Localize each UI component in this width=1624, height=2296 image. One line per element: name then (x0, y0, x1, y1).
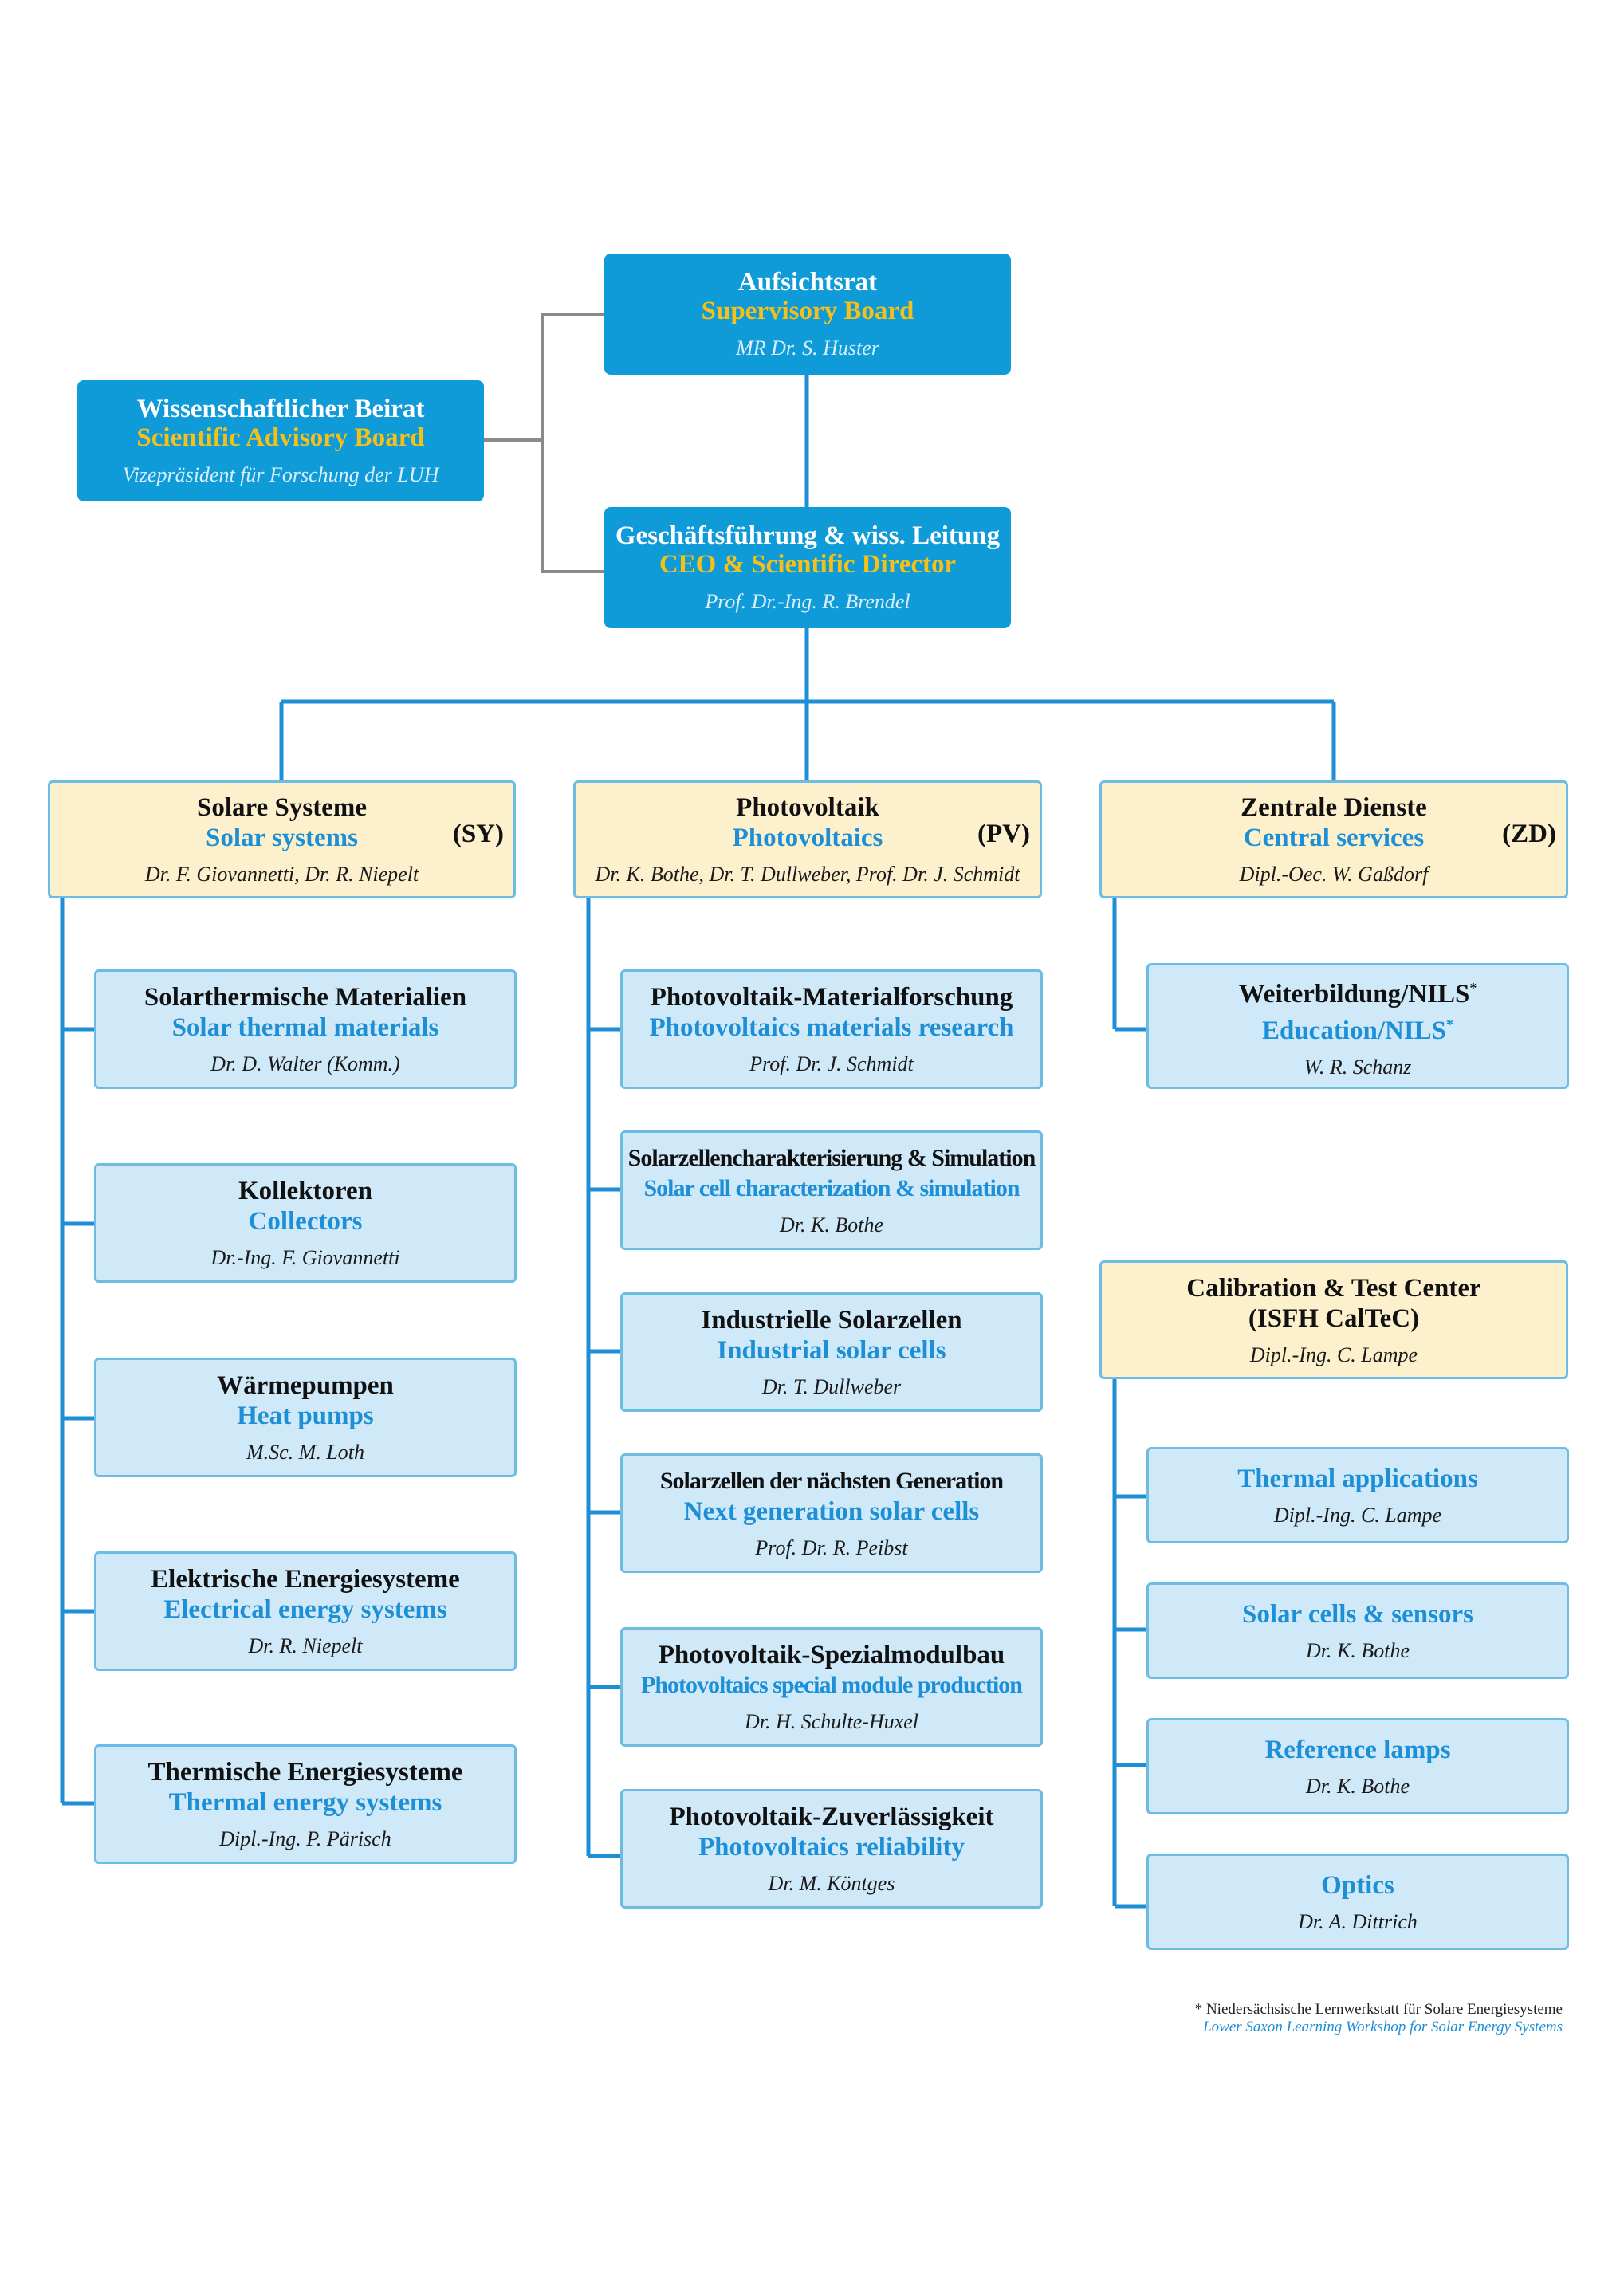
group-person: Dr. A. Dittrich (1298, 1909, 1418, 1933)
department-person: Dipl.-Oec. W. Gaßdorf (1239, 863, 1429, 886)
group-pv-materials-research: Photovoltaik-Materialforschung Photovolt… (620, 969, 1043, 1089)
group-person: Dipl.-Ing. C. Lampe (1273, 1503, 1442, 1527)
group-person: Dr. H. Schulte-Huxel (744, 1710, 919, 1733)
advisory-board-en: Scientific Advisory Board (136, 423, 425, 452)
group-en: Industrial solar cells (717, 1336, 946, 1365)
group-person: M.Sc. M. Loth (246, 1441, 365, 1464)
group-solar-thermal-materials: Solarthermische Materialien Solar therma… (94, 969, 517, 1089)
department-central-services: Zentrale Dienste Central services Dipl.-… (1099, 780, 1568, 898)
group-person: Dr. D. Walter (Komm.) (210, 1052, 400, 1075)
caltec-person: Dipl.-Ing. C. Lampe (1249, 1343, 1418, 1366)
department-photovoltaics: Photovoltaik Photovoltaics Dr. K. Bothe,… (573, 780, 1042, 898)
group-pv-reliability: Photovoltaik-Zuverlässigkeit Photovoltai… (620, 1789, 1043, 1909)
group-en: Next generation solar cells (683, 1497, 980, 1526)
department-person: Dr. F. Giovannetti, Dr. R. Niepelt (144, 863, 419, 886)
group-person: Prof. Dr. J. Schmidt (749, 1052, 914, 1075)
group-de: Wärmepumpen (217, 1371, 394, 1400)
group-de-text: Weiterbildung/NILS (1238, 980, 1470, 1008)
group-electrical-energy-systems: Elektrische Energiesysteme Electrical en… (94, 1551, 517, 1671)
group-en: Collectors (248, 1207, 363, 1236)
group-de: Weiterbildung/NILS* (1239, 973, 1477, 1009)
group-en-text: Education/NILS (1261, 1016, 1447, 1045)
department-abbr: (PV) (977, 820, 1030, 848)
caltec-box: Calibration & Test Center (ISFH CalTeC) … (1099, 1260, 1568, 1379)
footnote-de: * Niedersächsische Lernwerkstatt für Sol… (1194, 2001, 1563, 2018)
group-en: Thermal applications (1237, 1464, 1478, 1493)
group-en: Photovoltaics reliability (698, 1833, 965, 1862)
group-en: Photovoltaics materials research (649, 1013, 1014, 1042)
group-en: Optics (1321, 1870, 1394, 1900)
ceo-en: CEO & Scientific Director (659, 550, 957, 579)
group-de: Photovoltaik-Materialforschung (650, 983, 1013, 1012)
group-en: Reference lamps (1264, 1735, 1451, 1764)
group-reference-lamps: Reference lamps Dr. K. Bothe (1146, 1718, 1569, 1814)
group-en: Solar thermal materials (171, 1013, 439, 1042)
supervisory-board-box: Aufsichtsrat Supervisory Board MR Dr. S.… (604, 254, 1011, 375)
department-de: Zentrale Dienste (1241, 793, 1427, 822)
footnote: * Niedersächsische Lernwerkstatt für Sol… (1172, 2001, 1563, 2036)
group-de: Elektrische Energiesysteme (151, 1565, 460, 1594)
ceo-person: Prof. Dr.-Ing. R. Brendel (705, 590, 910, 613)
advisory-board-person: Vizepräsident für Forschung der LUH (122, 463, 439, 486)
footnote-mark: * (1469, 980, 1477, 996)
group-de: Solarzellen der nächsten Generation (659, 1468, 1004, 1494)
department-abbr: (ZD) (1502, 820, 1556, 848)
group-heat-pumps: Wärmepumpen Heat pumps M.Sc. M. Loth (94, 1358, 517, 1477)
group-en: Education/NILS* (1262, 1009, 1453, 1046)
group-person: Dipl.-Ing. P. Pärisch (219, 1827, 391, 1850)
group-person: Dr. K. Bothe (780, 1213, 883, 1236)
advisory-board-de: Wissenschaftlicher Beirat (136, 395, 425, 423)
group-en: Heat pumps (237, 1402, 374, 1430)
group-next-generation-cells: Solarzellen der nächsten Generation Next… (620, 1453, 1043, 1573)
supervisory-board-de: Aufsichtsrat (737, 268, 878, 297)
group-de: Solarzellencharakterisierung & Simulatio… (627, 1145, 1036, 1171)
group-solar-cells-sensors: Solar cells & sensors Dr. K. Bothe (1146, 1582, 1569, 1679)
group-optics: Optics Dr. A. Dittrich (1146, 1854, 1569, 1950)
group-collectors: Kollektoren Collectors Dr.-Ing. F. Giova… (94, 1163, 517, 1283)
footnote-en: Lower Saxon Learning Workshop for Solar … (1203, 2019, 1563, 2035)
department-de: Photovoltaik (736, 793, 879, 822)
group-de: Kollektoren (238, 1177, 373, 1205)
group-person: Dr. K. Bothe (1306, 1638, 1410, 1662)
group-en: Solar cell characterization & simulation (643, 1175, 1020, 1201)
group-person: Prof. Dr. R. Peibst (755, 1536, 908, 1559)
supervisory-board-person: MR Dr. S. Huster (736, 336, 879, 360)
group-person: Dr. T. Dullweber (761, 1375, 902, 1398)
group-de: Photovoltaik-Spezialmodulbau (658, 1641, 1005, 1669)
group-de: Thermische Energiesysteme (147, 1758, 463, 1787)
department-abbr: (SY) (452, 820, 504, 848)
group-person: Dr.-Ing. F. Giovannetti (210, 1246, 400, 1269)
group-de: Photovoltaik-Zuverlässigkeit (669, 1803, 994, 1831)
group-en: Solar cells & sensors (1242, 1599, 1473, 1629)
group-person: Dr. M. Köntges (768, 1872, 895, 1895)
advisory-board-box: Wissenschaftlicher Beirat Scientific Adv… (77, 380, 484, 501)
department-en: Central services (1243, 824, 1425, 852)
group-education-nils: Weiterbildung/NILS* Education/NILS* W. R… (1146, 963, 1569, 1089)
caltec-line2: (ISFH CalTeC) (1248, 1303, 1420, 1333)
footnote-mark: * (1446, 1016, 1454, 1032)
department-de: Solare Systeme (197, 793, 367, 822)
department-en: Solar systems (206, 824, 358, 852)
group-en: Photovoltaics special module production (641, 1672, 1023, 1698)
department-en: Photovoltaics (732, 824, 883, 852)
group-de: Solarthermische Materialien (144, 983, 467, 1012)
group-en: Electrical energy systems (163, 1595, 447, 1624)
group-en: Thermal energy systems (168, 1788, 442, 1817)
ceo-de: Geschäftsführung & wiss. Leitung (615, 521, 1001, 550)
group-person: Dr. K. Bothe (1306, 1774, 1410, 1798)
group-thermal-energy-systems: Thermische Energiesysteme Thermal energy… (94, 1744, 517, 1864)
department-person: Dr. K. Bothe, Dr. T. Dullweber, Prof. Dr… (595, 863, 1020, 886)
group-industrial-solar-cells: Industrielle Solarzellen Industrial sola… (620, 1292, 1043, 1412)
supervisory-board-en: Supervisory Board (701, 297, 914, 325)
group-person: W. R. Schanz (1304, 1056, 1412, 1079)
group-cell-characterization: Solarzellencharakterisierung & Simulatio… (620, 1130, 1043, 1250)
ceo-box: Geschäftsführung & wiss. Leitung CEO & S… (604, 507, 1011, 628)
group-de: Industrielle Solarzellen (701, 1306, 962, 1335)
department-solar-systems: Solare Systeme Solar systems Dr. F. Giov… (48, 780, 516, 898)
group-thermal-applications: Thermal applications Dipl.-Ing. C. Lampe (1146, 1447, 1569, 1543)
group-special-module-production: Photovoltaik-Spezialmodulbau Photovoltai… (620, 1627, 1043, 1747)
group-person: Dr. R. Niepelt (248, 1634, 363, 1657)
caltec-line1: Calibration & Test Center (1186, 1273, 1481, 1303)
